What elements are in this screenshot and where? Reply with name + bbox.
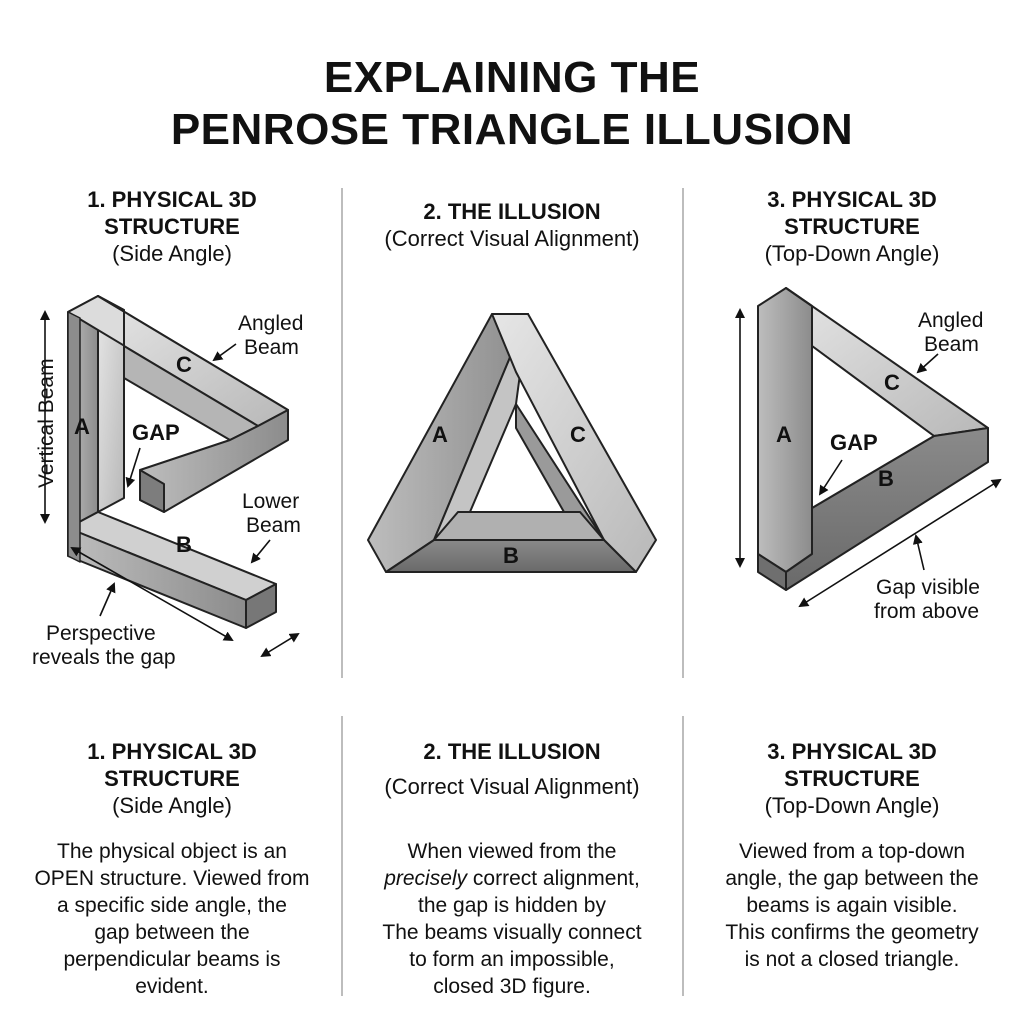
desc-1-heading: 1. PHYSICAL 3D STRUCTURE (Side Angle) bbox=[32, 738, 312, 819]
panel-3-heading: 3. PHYSICAL 3D STRUCTURE (Top-Down Angle… bbox=[712, 186, 992, 267]
perspective-arrow bbox=[70, 547, 234, 641]
title-line-1: EXPLAINING THE bbox=[323, 53, 701, 102]
perspective-pointer bbox=[99, 582, 116, 617]
panel-1-annotations bbox=[40, 310, 300, 658]
topdown-inner-gap bbox=[811, 345, 935, 509]
panel-3-angled-beam-2: Beam bbox=[924, 333, 979, 356]
panel-3-heading-line-1: 3. PHYSICAL 3D bbox=[767, 187, 937, 212]
panel-1-lower-beam-1: Lower bbox=[242, 490, 299, 513]
panel-3-subheading: (Top-Down Angle) bbox=[764, 241, 940, 266]
topdown-beam-a-base bbox=[757, 553, 787, 591]
desc-2-body: When viewed from the precisely correct a… bbox=[352, 838, 672, 1000]
desc-2-line: When viewed from the bbox=[407, 840, 617, 863]
desc-2-line-rest: correct alignment, bbox=[467, 867, 640, 890]
desc-2-subheading: (Correct Visual Alignment) bbox=[384, 774, 640, 799]
panel-3-label-gap: GAP bbox=[830, 430, 878, 455]
topdown-angled-pointer bbox=[916, 353, 939, 374]
panel-1-heading: 1. PHYSICAL 3D STRUCTURE (Side Angle) bbox=[32, 186, 312, 267]
desc-3-line: is not a closed triangle. bbox=[744, 948, 960, 971]
panel-1-label-a: A bbox=[74, 414, 90, 439]
gap-pointer bbox=[125, 447, 141, 488]
title-line-2: PENROSE TRIANGLE ILLUSION bbox=[170, 105, 854, 154]
desc-1-line: a specific side angle, the bbox=[57, 894, 287, 917]
panel-2-label-b: B bbox=[503, 543, 519, 568]
desc-3-heading: 3. PHYSICAL 3D STRUCTURE (Top-Down Angle… bbox=[712, 738, 992, 819]
desc-1-line: The physical object is an bbox=[57, 840, 287, 863]
desc-2-line: to form an impossible, bbox=[409, 948, 615, 971]
desc-3-heading-line-1: 3. PHYSICAL 3D bbox=[767, 739, 937, 764]
panel-3-label-c: C bbox=[884, 370, 900, 395]
beam-b-end bbox=[245, 583, 277, 629]
desc-3-subheading: (Top-Down Angle) bbox=[764, 793, 940, 818]
panel-3-gap-visible-2: from above bbox=[874, 600, 979, 623]
panel-3-annotations bbox=[735, 308, 1002, 608]
desc-2-line-mixed: precisely correct alignment, bbox=[352, 865, 672, 892]
panel-1-vertical-beam: Vertical Beam bbox=[35, 358, 58, 488]
desc-3-line: This confirms the geometry bbox=[725, 921, 979, 944]
desc-2-line: closed 3D figure. bbox=[433, 975, 591, 998]
desc-1-body: The physical object is an OPEN structure… bbox=[12, 838, 332, 1000]
panel-2-subheading: (Correct Visual Alignment) bbox=[384, 226, 640, 251]
divider-top-right bbox=[682, 188, 684, 678]
panel-1-perspective-1: Perspective bbox=[46, 622, 156, 645]
desc-1-line: evident. bbox=[135, 975, 209, 998]
panel-2-heading: 2. THE ILLUSION (Correct Visual Alignmen… bbox=[372, 198, 652, 252]
lower-beam-pointer bbox=[250, 539, 271, 564]
desc-3-line: angle, the gap between the bbox=[725, 867, 979, 890]
panel-3-heading-line-2: STRUCTURE bbox=[784, 214, 920, 239]
panel-3-label-a: A bbox=[776, 422, 792, 447]
panel-1-lower-beam-2: Beam bbox=[246, 514, 301, 537]
desc-2-line: The beams visually connect bbox=[382, 921, 642, 944]
desc-2-heading: 2. THE ILLUSION (Correct Visual Alignmen… bbox=[372, 738, 652, 800]
desc-3-heading-line-2: STRUCTURE bbox=[784, 766, 920, 791]
panel-1-label-c: C bbox=[176, 352, 192, 377]
illusion-beam-b-top bbox=[433, 511, 605, 541]
panel-2-label-a: A bbox=[432, 422, 448, 447]
desc-3-line: Viewed from a top-down bbox=[738, 840, 966, 863]
depth-arrow bbox=[260, 632, 300, 658]
divider-bottom-left bbox=[341, 716, 343, 996]
desc-1-heading-line-2: STRUCTURE bbox=[104, 766, 240, 791]
desc-1-subheading: (Side Angle) bbox=[112, 793, 232, 818]
desc-1-line: OPEN structure. Viewed from bbox=[34, 867, 310, 890]
panel-1-angled-beam-1: Angled bbox=[238, 312, 303, 335]
topdown-diagonal-arrow bbox=[798, 478, 1002, 608]
panel-1-heading-line-1: 1. PHYSICAL 3D bbox=[87, 187, 257, 212]
desc-2-line: the gap is hidden by bbox=[418, 894, 606, 917]
desc-3-line: beams is again visible. bbox=[746, 894, 958, 917]
panel-2-heading-line-1: 2. THE ILLUSION bbox=[423, 199, 601, 224]
panel-1-label-gap: GAP bbox=[132, 420, 180, 445]
divider-top-left bbox=[341, 188, 343, 678]
beam-c-return-side bbox=[139, 469, 165, 513]
panel-2-label-c: C bbox=[570, 422, 586, 447]
topdown-gap-visible-pointer bbox=[912, 534, 925, 571]
desc-1-line: perpendicular beams is bbox=[63, 948, 281, 971]
panel-3-label-b: B bbox=[878, 466, 894, 491]
divider-bottom-right bbox=[682, 716, 684, 996]
desc-2-heading-line-1: 2. THE ILLUSION bbox=[423, 739, 601, 764]
panel-1-perspective-2: reveals the gap bbox=[32, 646, 176, 669]
panel-3-angled-beam-1: Angled bbox=[918, 309, 983, 332]
desc-3-body: Viewed from a top-down angle, the gap be… bbox=[692, 838, 1012, 973]
panel-1-subheading: (Side Angle) bbox=[112, 241, 232, 266]
panel-1-heading-line-2: STRUCTURE bbox=[104, 214, 240, 239]
panel-1-label-b: B bbox=[176, 532, 192, 557]
panel-3-gap-visible-1: Gap visible bbox=[876, 576, 980, 599]
desc-2-emphasis: precisely bbox=[384, 867, 468, 890]
page-title: EXPLAINING THE PENROSE TRIANGLE ILLUSION bbox=[0, 52, 1024, 156]
panel-2-diagram bbox=[367, 313, 657, 573]
panel-1-angled-beam-2: Beam bbox=[244, 336, 299, 359]
desc-1-heading-line-1: 1. PHYSICAL 3D bbox=[87, 739, 257, 764]
angled-beam-pointer bbox=[212, 343, 237, 362]
desc-1-line: gap between the bbox=[94, 921, 250, 944]
